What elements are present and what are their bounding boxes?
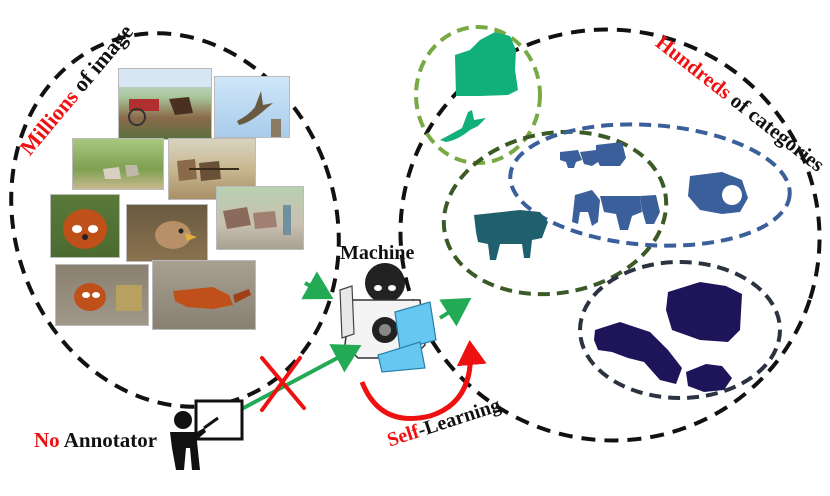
cart-cluster-ellipse [508, 122, 792, 248]
red-panda-photo [50, 194, 120, 258]
panda-masks [594, 282, 742, 392]
bird-photo [214, 76, 290, 138]
cattle-photo [72, 138, 164, 190]
cart-wheel-mask [722, 185, 742, 205]
hawk-photo [126, 204, 208, 262]
machine-to-categories-arrow [438, 297, 472, 327]
green-bird-mask [440, 110, 486, 142]
no-annotator-label: No Annotator [34, 428, 157, 453]
self-learning-loop-arrow [359, 340, 487, 421]
image-pool-ellipse [9, 31, 341, 409]
annotator-text: Annotator [59, 428, 158, 452]
red-panda-walking-photo [152, 260, 256, 330]
green-mask-blob [455, 32, 518, 96]
red-panda-rock-photo [55, 264, 149, 326]
horse-cart-photo [118, 68, 212, 140]
panda-cluster-ellipse [578, 260, 782, 400]
cattle-road-photo [216, 186, 304, 250]
teal-cow-mask [474, 210, 548, 260]
machine-robot-icon [339, 263, 437, 373]
no-highlight: No [34, 428, 60, 452]
cart-masks [560, 142, 748, 230]
images-to-machine-arrow [301, 271, 334, 300]
machine-label: Machine [340, 242, 415, 264]
blocked-cross-icon [260, 356, 306, 412]
annotator-to-machine-arrow [235, 344, 362, 414]
cattle-cluster-ellipse [441, 129, 669, 297]
annotator-icon [170, 399, 244, 470]
